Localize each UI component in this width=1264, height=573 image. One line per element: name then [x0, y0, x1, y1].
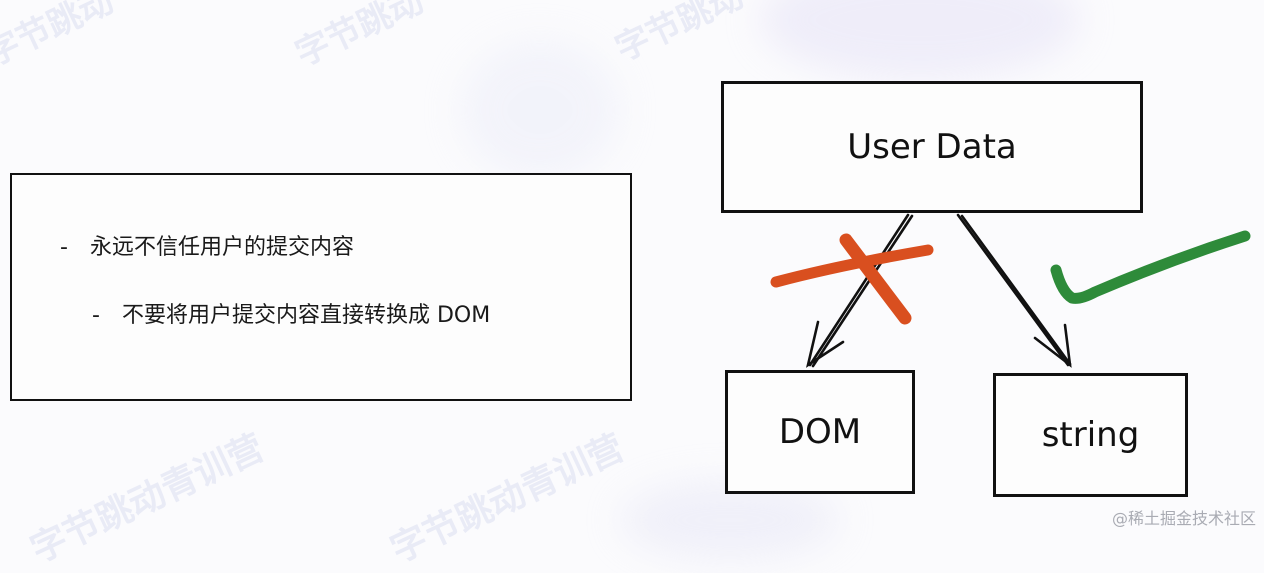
bullet-item-level-2: -不要将用户提交内容直接转换成 DOM — [92, 297, 490, 329]
dom-node: DOM — [725, 370, 915, 494]
bullet-marker: - — [92, 303, 100, 328]
user-data-node: User Data — [721, 81, 1143, 213]
watermark: 字节跳动 — [0, 0, 120, 75]
bullet-item-level-1: -永远不信任用户的提交内容 — [60, 229, 354, 261]
background-decoration — [460, 40, 620, 180]
node-label: string — [1041, 415, 1140, 455]
cross-icon — [770, 233, 934, 325]
watermark: 字节跳动 — [289, 0, 430, 75]
string-node: string — [993, 373, 1188, 497]
node-label: User Data — [847, 127, 1017, 167]
watermark: 字节跳动青训营 — [24, 427, 271, 572]
arrow-to-dom — [805, 213, 914, 368]
bullet-note-box: -永远不信任用户的提交内容 -不要将用户提交内容直接转换成 DOM — [10, 173, 632, 401]
bullet-text: 永远不信任用户的提交内容 — [90, 235, 355, 260]
diagram-arrows — [770, 213, 1251, 368]
source-credit: @稀土掘金技术社区 — [1111, 509, 1256, 528]
bullet-text: 不要将用户提交内容直接转换成 DOM — [122, 303, 491, 328]
check-icon — [1050, 230, 1251, 304]
watermark: 字节跳动青训营 — [384, 427, 631, 572]
node-label: DOM — [778, 412, 862, 452]
arrow-to-string — [956, 213, 1072, 368]
bullet-marker: - — [60, 235, 68, 260]
